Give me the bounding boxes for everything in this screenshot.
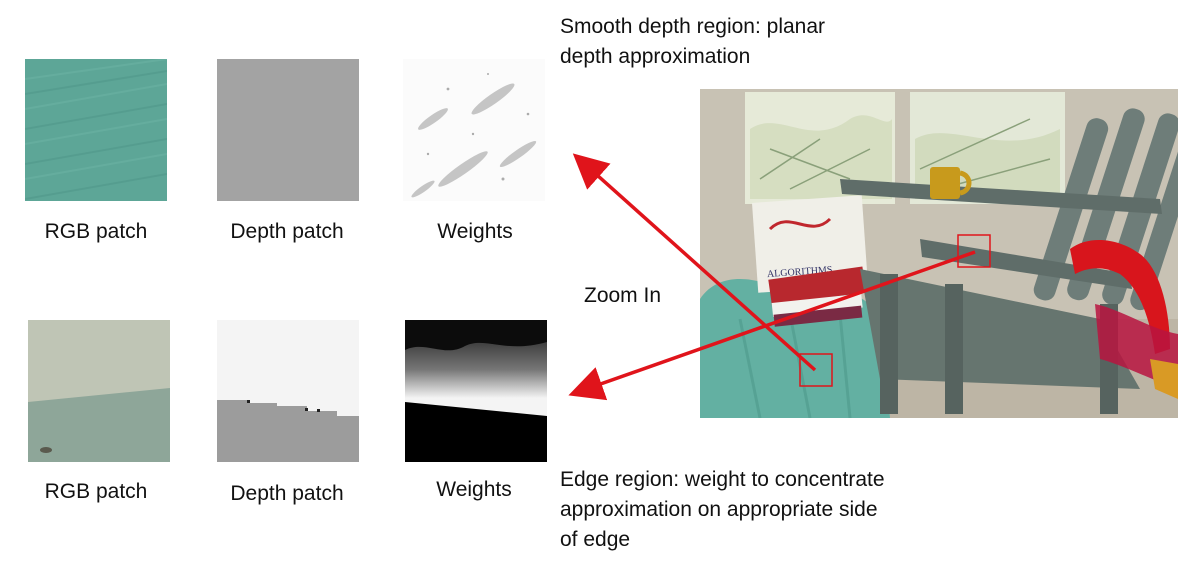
zoom-in-label: Zoom In xyxy=(584,284,662,307)
weights-patch-smooth xyxy=(403,59,545,201)
weights-label-bottom: Weights xyxy=(436,478,512,501)
smooth-note-line-1: Smooth depth region: planar xyxy=(560,15,826,38)
depth-patch-label-top: Depth patch xyxy=(230,220,344,243)
edge-note-line-1: Edge region: weight to concentrate xyxy=(560,468,885,491)
red-scarf xyxy=(1070,239,1170,354)
rgb-patch-smooth xyxy=(25,59,167,201)
smooth-note-line-2: depth approximation xyxy=(560,45,751,68)
edge-region-note: Edge region: weight to concentrate appro… xyxy=(560,465,885,555)
smooth-region-note: Smooth depth region: planar depth approx… xyxy=(560,12,825,72)
yellow-mug xyxy=(930,167,972,199)
weights-patch-edge xyxy=(405,320,547,462)
edge-note-line-2: approximation on appropriate side xyxy=(560,498,878,521)
rgb-patch-label-bottom: RGB patch xyxy=(44,480,148,503)
weights-label-top: Weights xyxy=(437,220,513,243)
scene-photo: ALGORITHMS xyxy=(700,89,1178,418)
depth-patch-edge xyxy=(217,320,359,462)
depth-patch-smooth xyxy=(217,59,359,201)
rgb-patch-edge xyxy=(28,320,170,462)
edge-note-line-3: of edge xyxy=(560,528,631,551)
depth-patch-label-bottom: Depth patch xyxy=(230,482,344,505)
rgb-patch-label-top: RGB patch xyxy=(44,220,148,243)
